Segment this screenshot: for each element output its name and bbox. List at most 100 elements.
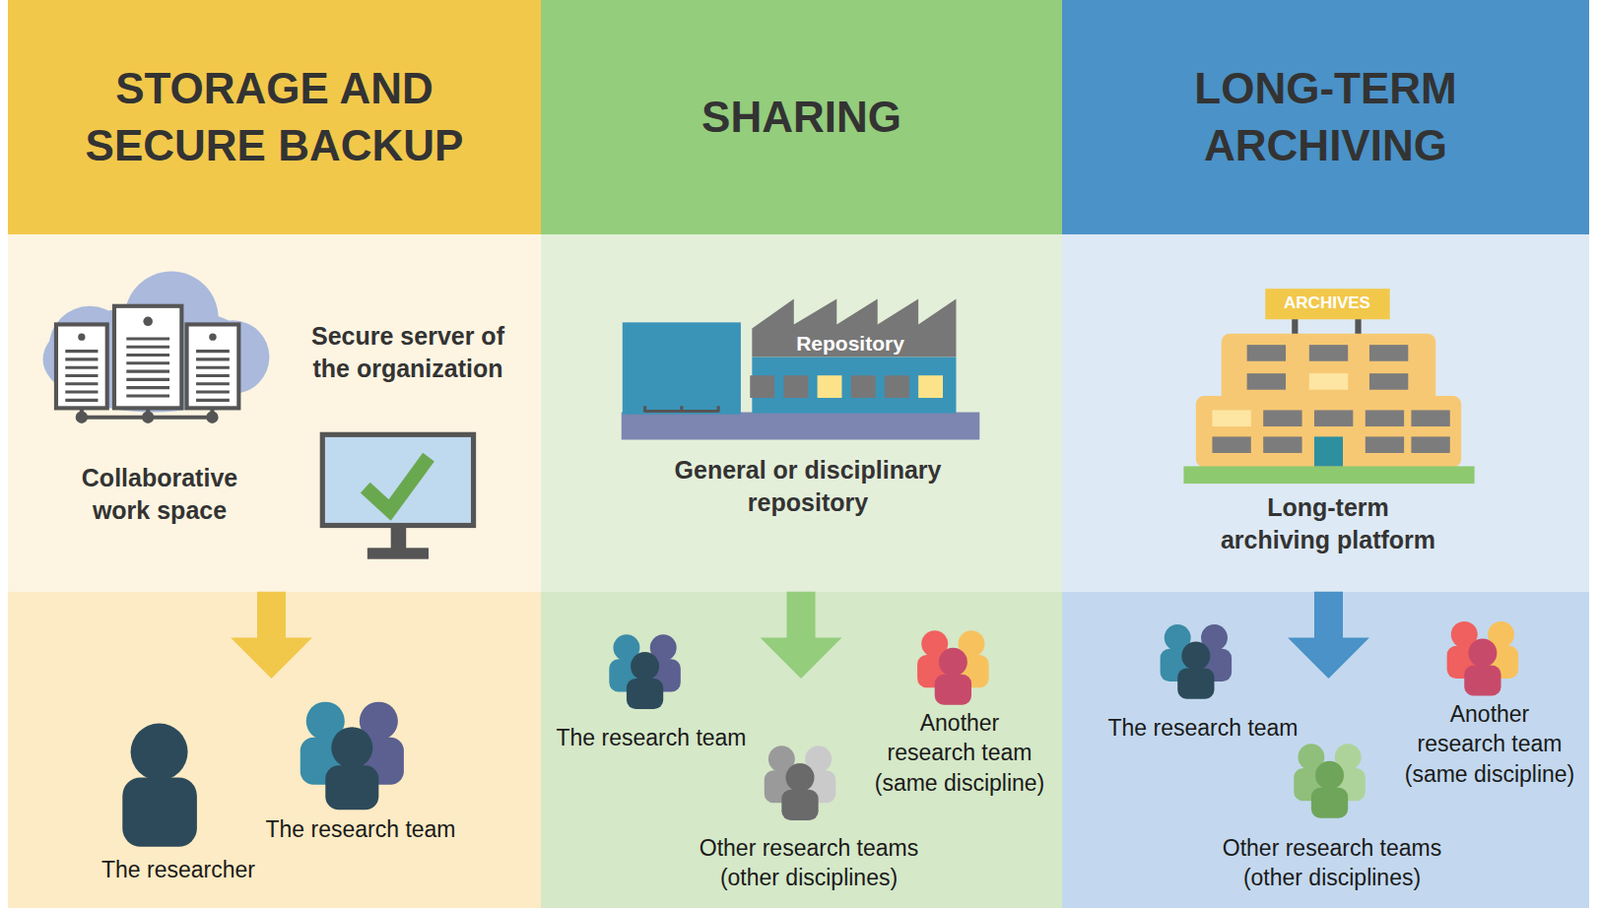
- monitor-icon: [391, 528, 407, 550]
- repository-building: [749, 375, 775, 399]
- server: [196, 374, 230, 378]
- server: [114, 306, 182, 409]
- people-group-icon: [325, 765, 379, 810]
- server: [65, 399, 98, 402]
- platform-label: ARCHIVES: [1267, 292, 1387, 315]
- server: [126, 386, 170, 390]
- archives-building: [1410, 409, 1450, 427]
- platform-label: General or disciplinary repository: [660, 454, 956, 520]
- archives-building: [1291, 318, 1298, 335]
- platform-label: Repository: [776, 330, 925, 358]
- archives-building: [1265, 288, 1390, 320]
- server: [208, 333, 216, 340]
- header-band: LONG-TERM ARCHIVING: [1062, 0, 1590, 235]
- server: [196, 349, 230, 353]
- archives-building: [1309, 344, 1348, 362]
- server: [126, 394, 170, 398]
- column-heading: LONG-TERM ARCHIVING: [1094, 60, 1558, 175]
- archives-building: [1365, 409, 1404, 427]
- audience-label: Other research teams (other disciplines): [690, 833, 928, 894]
- people-group-icon: [626, 678, 664, 710]
- server-network: [645, 405, 720, 412]
- people-group-icon: [1315, 761, 1344, 791]
- server: [65, 391, 98, 395]
- archives-building: [1369, 344, 1408, 362]
- server: [114, 306, 182, 409]
- server: [196, 391, 230, 395]
- server: [65, 366, 98, 370]
- repository-building: [884, 375, 910, 399]
- server: [65, 349, 98, 353]
- monitor-icon: [367, 547, 429, 559]
- server: [196, 366, 230, 370]
- archives-building: [1410, 436, 1450, 454]
- people-group-icon: [938, 648, 968, 677]
- platform-panel: Secure server of the organizationCollabo…: [7, 234, 541, 593]
- repository-building: [621, 412, 981, 441]
- repository-building: [783, 375, 808, 399]
- repository-building: [622, 322, 741, 414]
- platform-label: Secure server of the organization: [289, 320, 527, 386]
- repository-building: [851, 375, 876, 399]
- archives-building: [1183, 466, 1474, 484]
- archives-building: [1263, 436, 1302, 454]
- audience-label: The research team: [537, 723, 765, 753]
- repository-building: [751, 357, 956, 414]
- header-band: SHARING: [540, 0, 1063, 235]
- server: [56, 324, 108, 408]
- archives-building: [1211, 409, 1251, 427]
- repository-building: [918, 375, 943, 399]
- server: [65, 357, 98, 361]
- people-group-icon: [934, 674, 972, 706]
- repository-building: [817, 375, 843, 399]
- audience-label: The research team: [247, 814, 474, 845]
- server-network: [207, 413, 216, 422]
- researcher-icon: [131, 723, 189, 781]
- server-network: [645, 409, 720, 413]
- server: [126, 353, 170, 357]
- server: [142, 317, 153, 328]
- server: [56, 324, 108, 408]
- audience-label: Other research teams (other disciplines): [1213, 833, 1451, 894]
- server: [126, 378, 170, 382]
- archives-building: [1263, 409, 1302, 427]
- archives-building: [1369, 373, 1408, 391]
- server: [187, 324, 240, 408]
- column-heading: SHARING: [570, 88, 1034, 146]
- people-group-icon: [1464, 665, 1501, 696]
- archives-building: [1314, 436, 1343, 467]
- people-group-icon: [1311, 788, 1348, 819]
- server-network: [77, 413, 86, 422]
- archives-building: [1314, 409, 1353, 427]
- monitor-icon: [322, 434, 473, 526]
- people-group-icon: [1177, 668, 1214, 700]
- archives-building: [1309, 373, 1348, 391]
- server: [65, 382, 98, 386]
- server-network: [143, 413, 152, 422]
- column-heading: STORAGE AND SECURE BACKUP: [43, 60, 507, 175]
- server: [196, 357, 230, 361]
- people-group-icon: [781, 790, 818, 821]
- server: [65, 374, 98, 378]
- audience-label: Another research team (same discipline): [872, 708, 1047, 799]
- audience-label: Another research team (same discipline): [1402, 699, 1577, 790]
- people-group-icon: [630, 652, 660, 681]
- header-band: STORAGE AND SECURE BACKUP: [7, 0, 541, 235]
- people-group-icon: [1181, 642, 1210, 671]
- researcher-icon: [122, 723, 198, 847]
- archives-building: [1247, 373, 1286, 391]
- people-group-icon: [1467, 639, 1497, 668]
- audience-label: The researcher: [69, 855, 287, 885]
- audience-label: The research team: [1089, 713, 1317, 743]
- server: [196, 382, 230, 386]
- server: [126, 336, 170, 340]
- people-group-icon: [786, 763, 815, 793]
- platform-label: Long-term archiving platform: [1214, 491, 1442, 557]
- researcher-icon: [122, 777, 198, 847]
- server: [126, 370, 170, 374]
- monitor-icon: [365, 457, 429, 511]
- platform-label: Collaborative work space: [66, 462, 254, 528]
- archives-building: [1247, 344, 1286, 362]
- people-group-icon: [331, 727, 373, 769]
- server: [196, 399, 230, 402]
